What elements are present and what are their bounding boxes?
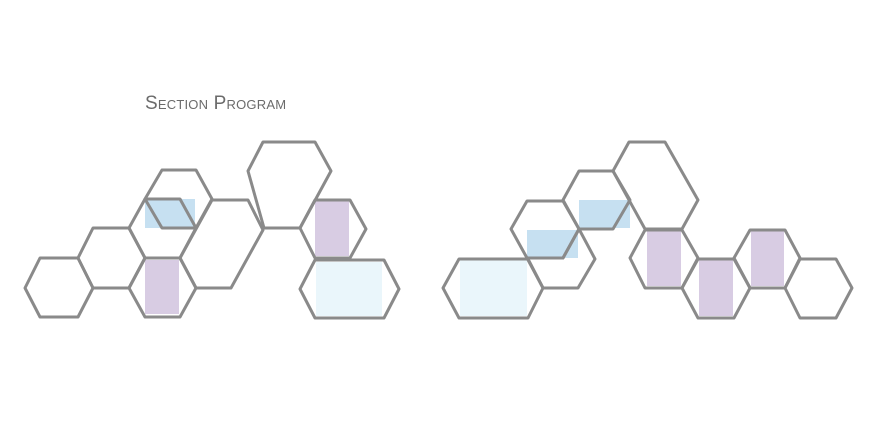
program-block-purple [315,201,349,256]
program-block-pale-blue [316,262,382,316]
hex-cell [246,140,333,230]
right-section [441,140,854,320]
section-program-title: Section Program [145,93,287,114]
hex-cell [298,198,368,260]
program-block-purple [699,260,733,316]
hex-cell [298,258,401,320]
program-block-purple [647,231,681,286]
hex-cell [178,198,265,290]
hex-cell [525,227,597,290]
program-block-purple [751,231,784,286]
program-block-purple [145,260,179,314]
hex-cell [783,257,854,320]
program-block-pale-blue [460,260,527,316]
left-section [23,140,401,320]
